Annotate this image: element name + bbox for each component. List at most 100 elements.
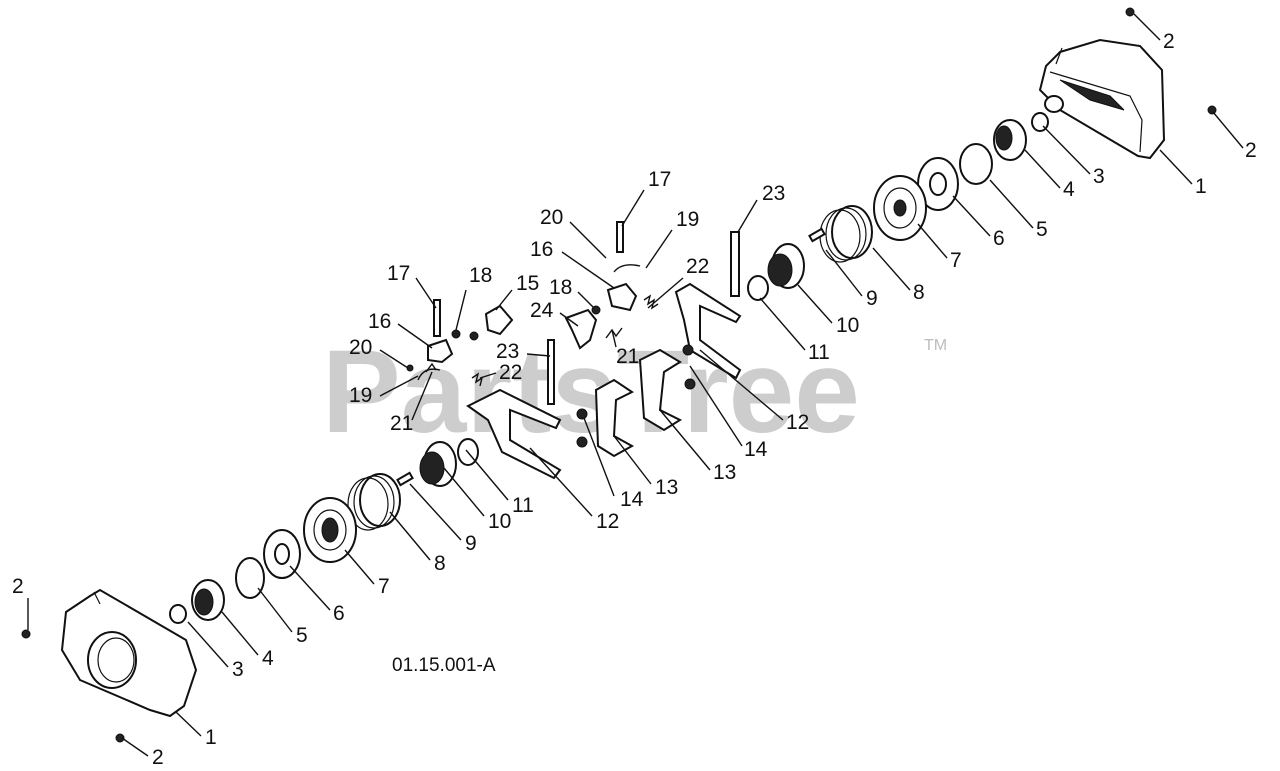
callout-number: 9 (465, 532, 477, 555)
nut-left-b (576, 436, 588, 448)
callout-leader (1133, 13, 1161, 41)
callout-number: 14 (744, 438, 768, 461)
callout-leader (465, 449, 509, 501)
housing-cover-left (60, 588, 198, 718)
callout-leader (699, 349, 784, 421)
callout-c7a: 7 (917, 223, 962, 272)
key-left (396, 471, 414, 487)
callout-number: 8 (434, 552, 446, 575)
callout-number: 22 (499, 361, 522, 384)
callout-number: 10 (488, 510, 511, 533)
callout-c16a: 16 (530, 238, 615, 289)
callout-number: 7 (950, 249, 962, 272)
callout-number: 13 (655, 476, 678, 499)
callout-number: 19 (676, 208, 699, 231)
callout-leader (411, 371, 433, 421)
pivot-pin-upper (616, 221, 624, 253)
callout-c5a: 5 (989, 179, 1048, 241)
retainer-plate-right (917, 157, 959, 211)
callout-c14b: 14 (583, 417, 644, 511)
callout-leader (611, 329, 617, 348)
callout-leader (659, 409, 711, 471)
callout-leader (397, 323, 433, 349)
callout-leader (797, 284, 833, 324)
callout-leader (121, 737, 149, 757)
callout-c2d: 2 (121, 737, 164, 769)
callout-c2a: 2 (1133, 13, 1175, 53)
clutch-spring-right (819, 205, 873, 263)
callout-number: 7 (378, 575, 390, 598)
washer-right (747, 275, 769, 301)
callout-leader (569, 221, 607, 259)
callout-number: 9 (866, 287, 878, 310)
screw-right-top (1125, 7, 1135, 17)
callout-c17b: 17 (387, 262, 437, 309)
callout-leader (379, 375, 419, 397)
housing-cover-right (1038, 38, 1166, 160)
callout-leader (952, 195, 991, 237)
callout-number: 16 (368, 310, 391, 333)
callout-number: 18 (469, 264, 492, 287)
callout-leader (613, 435, 652, 485)
callout-leader (1042, 125, 1091, 175)
callout-c1b: 1 (175, 711, 217, 749)
callout-c11b: 11 (465, 449, 534, 517)
spring-upper (643, 294, 659, 310)
callout-c1a: 1 (1159, 149, 1207, 198)
callout-number: 8 (913, 281, 925, 304)
callout-number: 23 (496, 340, 519, 363)
callout-leader (561, 251, 615, 289)
callout-number: 13 (713, 461, 736, 484)
callout-number: 11 (512, 494, 534, 517)
callout-leader (872, 247, 911, 291)
callout-c3b: 3 (187, 621, 244, 681)
pulley-left (303, 497, 357, 563)
callout-leader (415, 277, 437, 309)
shaft-pin-right (730, 231, 740, 297)
nut-18-a (451, 329, 461, 339)
callout-leader (526, 353, 551, 357)
shaft-pin-left (547, 339, 555, 405)
callout-number: 5 (296, 624, 308, 647)
callout-number: 12 (596, 510, 619, 533)
callout-leader (621, 189, 645, 227)
callout-leader (1159, 149, 1193, 185)
callout-number: 21 (390, 412, 413, 435)
nut-18-b (469, 331, 479, 341)
callout-c2b: 2 (1212, 111, 1257, 162)
pivot-pin-left (433, 299, 441, 337)
callout-leader (479, 372, 497, 379)
screw-right-side (1207, 105, 1217, 115)
callout-leader (737, 199, 758, 233)
callout-c12a: 12 (699, 349, 809, 434)
callout-number: 11 (808, 341, 830, 364)
callout-leader (495, 289, 513, 311)
callout-c23a: 23 (737, 182, 785, 233)
callout-number: 10 (836, 314, 859, 337)
callout-c9b: 9 (409, 483, 477, 555)
o-ring-left (169, 604, 187, 624)
callout-c19b: 19 (349, 375, 419, 407)
key-right (808, 227, 826, 243)
callout-leader (389, 511, 431, 561)
callout-number: 19 (349, 384, 372, 407)
callout-leader (187, 621, 229, 668)
callout-leader (759, 297, 806, 351)
retainer-plate-left (263, 529, 301, 579)
callout-c20b: 20 (349, 336, 409, 369)
callout-c8b: 8 (389, 511, 446, 575)
callout-leader (257, 587, 293, 633)
callout-number: 15 (516, 272, 539, 295)
callout-leader (559, 312, 579, 327)
clutch-hub-left (419, 441, 457, 487)
callout-number: 2 (1163, 30, 1175, 53)
callout-number: 2 (1245, 139, 1257, 162)
callout-c10b: 10 (443, 467, 511, 533)
callout-leader (455, 289, 467, 331)
callout-leader (529, 447, 593, 517)
callout-leader (344, 549, 375, 585)
callout-leader (289, 565, 331, 611)
callout-c2c: 2 (12, 575, 29, 630)
callout-c8a: 8 (872, 247, 925, 304)
spring-clip-upper (613, 264, 641, 273)
